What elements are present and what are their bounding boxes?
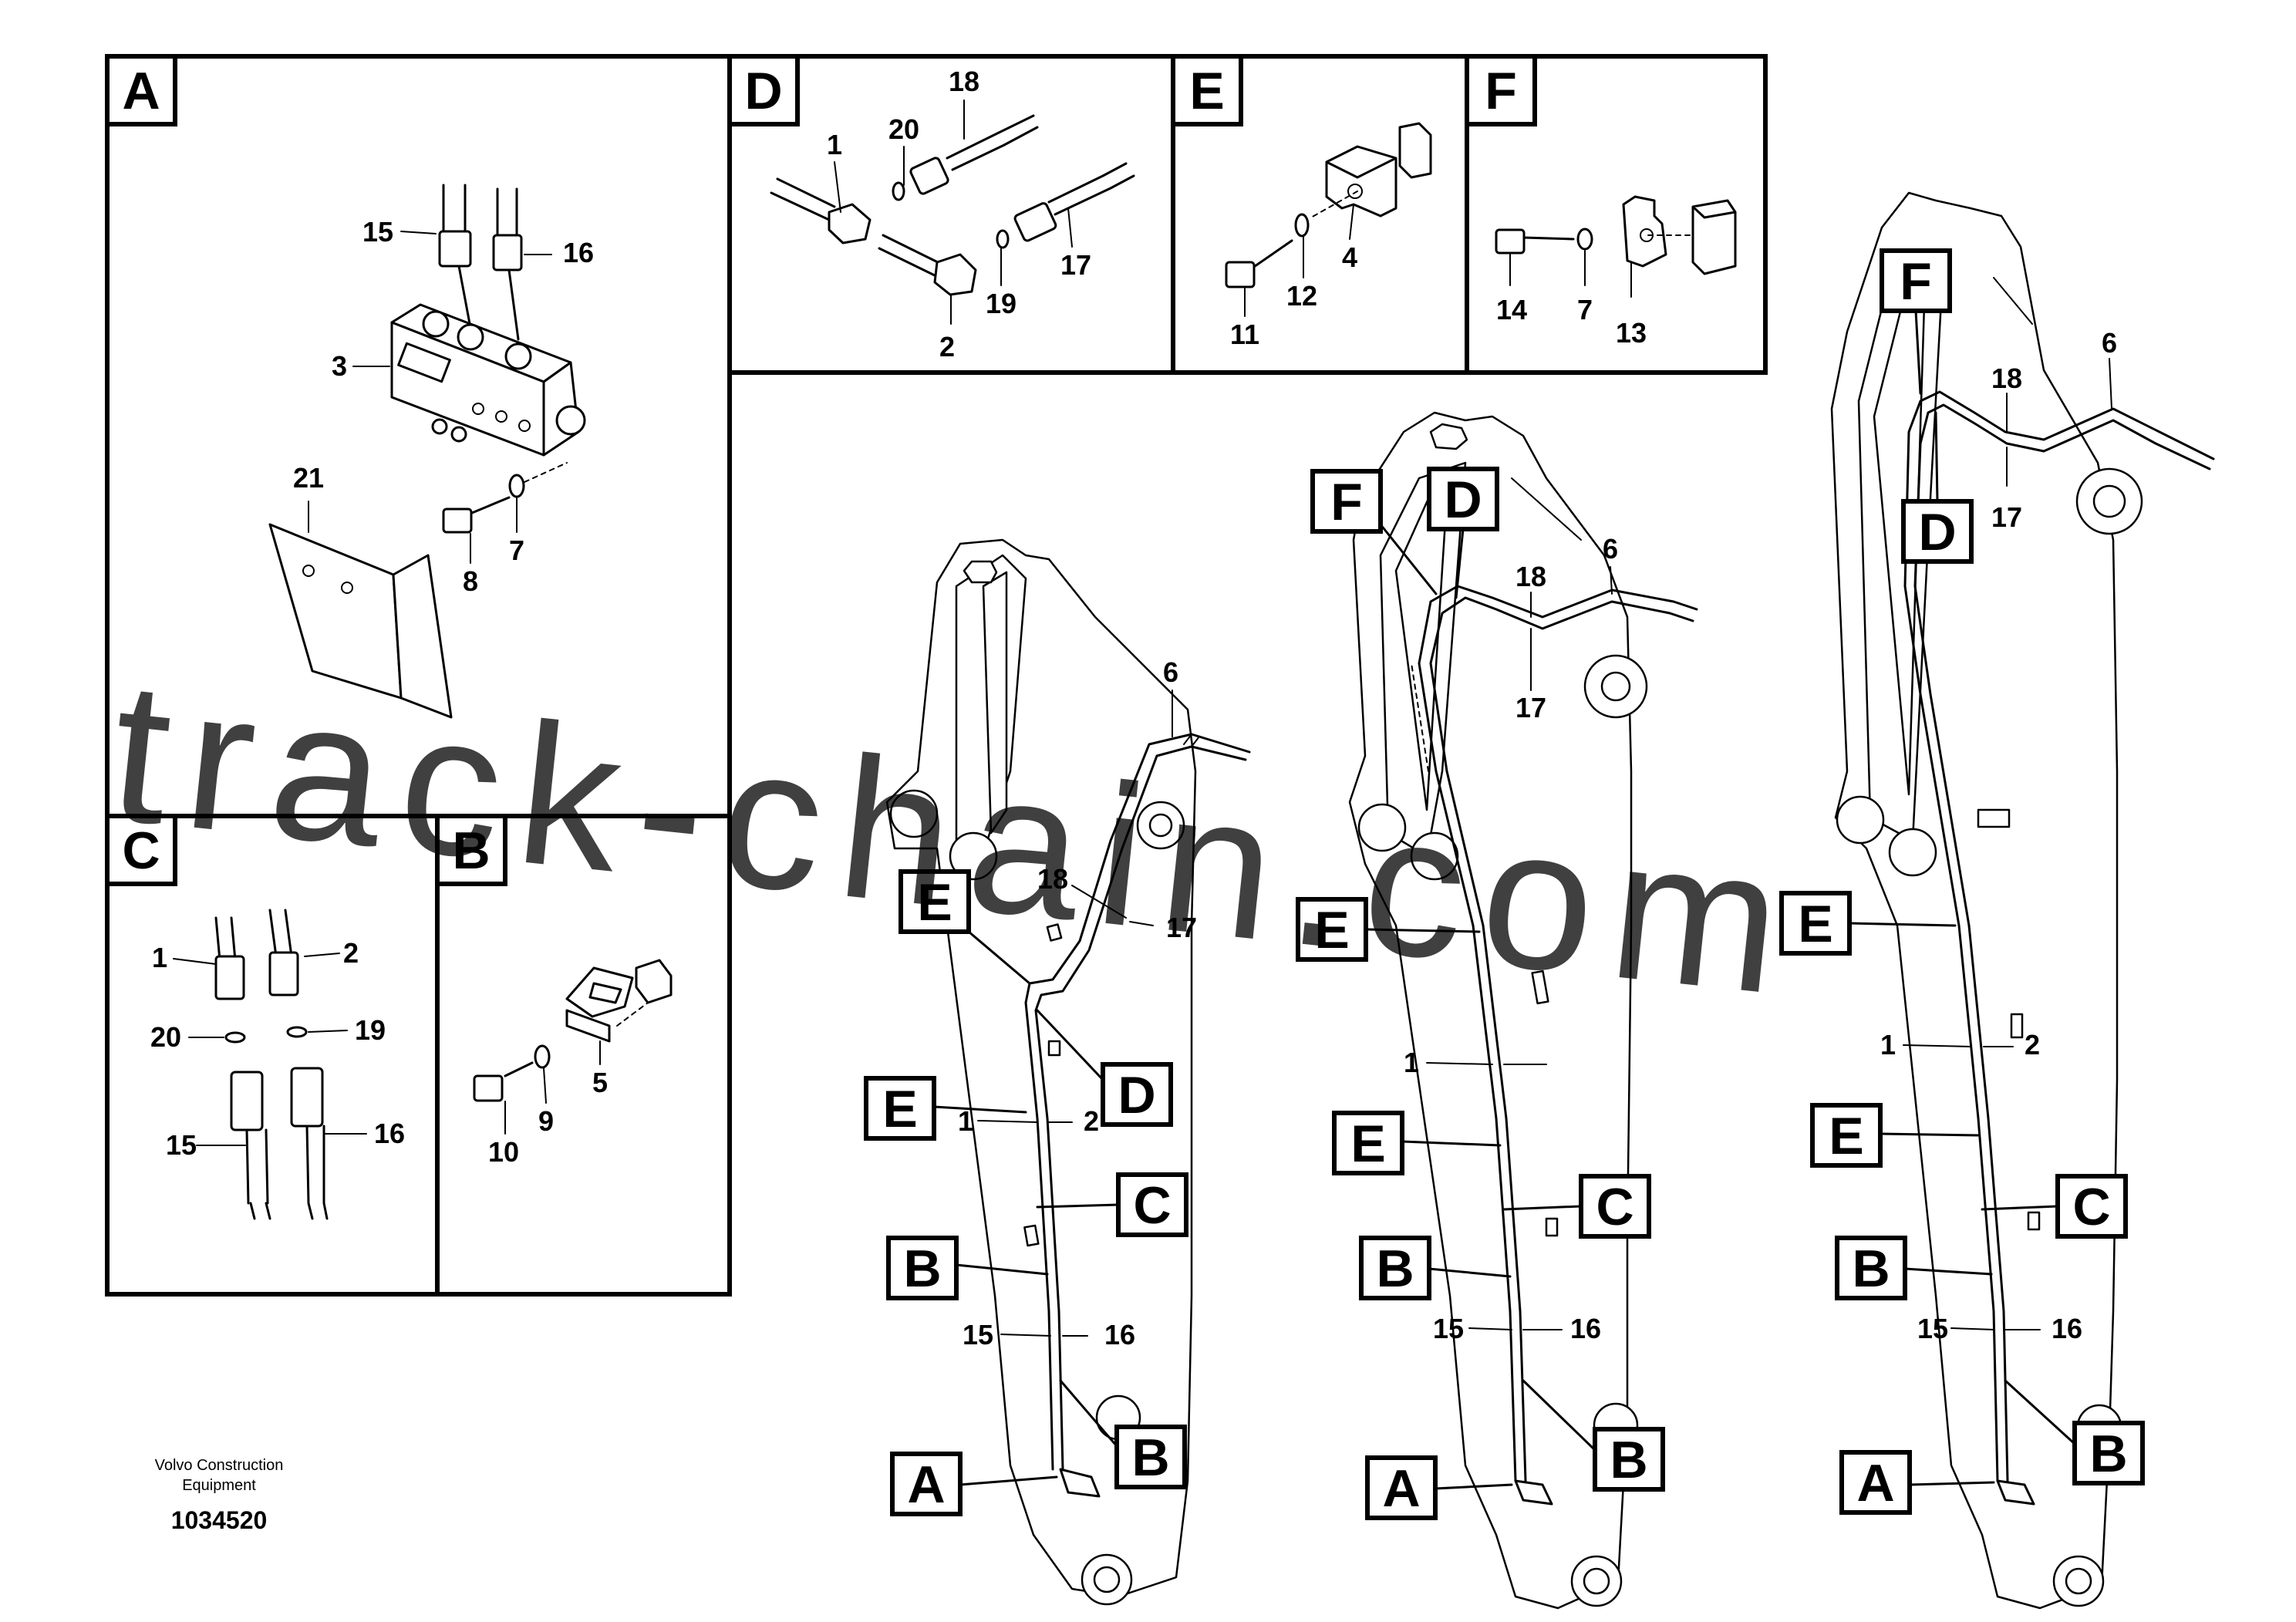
callout-tags: A B B C E E F D	[1296, 467, 1665, 1520]
callout-11: 11	[1230, 319, 1259, 350]
detail-panel-frames	[105, 54, 1768, 1297]
callout-18: 18	[949, 66, 979, 97]
callout-14: 14	[1496, 294, 1527, 325]
panel-e: E 11 12 4	[1171, 54, 1432, 350]
brand-line-2: Equipment	[182, 1477, 256, 1494]
callout-5: 5	[592, 1067, 608, 1098]
callout-9: 9	[538, 1105, 554, 1137]
tag-e: E	[882, 1080, 917, 1138]
callout-15: 15	[166, 1129, 197, 1161]
tag-b: B	[1376, 1239, 1414, 1298]
callout-16: 16	[2052, 1313, 2082, 1344]
boom-view-2: A B B C E E F D 1 15 16	[1296, 411, 1698, 1610]
callout-16: 16	[374, 1118, 405, 1149]
footer-block: Volvo Construction Equipment 1034520	[155, 1457, 284, 1534]
tag-b: B	[1131, 1428, 1169, 1487]
panel-f-letter: F	[1485, 62, 1517, 120]
callout-16: 16	[563, 237, 594, 268]
tag-e: E	[917, 873, 952, 932]
callout-19: 19	[355, 1014, 386, 1046]
callout-2: 2	[343, 937, 359, 969]
callout-21: 21	[293, 462, 324, 494]
tag-d: D	[1918, 503, 1956, 561]
callout-tags: A B B C E E F D	[1779, 248, 2145, 1515]
callout-17: 17	[1515, 692, 1546, 723]
tag-b: B	[903, 1239, 941, 1298]
tag-b: B	[1610, 1431, 1647, 1489]
tag-b: B	[1852, 1239, 1890, 1298]
callout-10: 10	[488, 1136, 519, 1168]
panel-e-letter: E	[1189, 62, 1224, 120]
tag-a: A	[1382, 1459, 1420, 1518]
callout-2: 2	[1084, 1105, 1099, 1137]
callout-1: 1	[152, 942, 167, 973]
brand-line-1: Volvo Construction	[155, 1457, 284, 1474]
tag-c: C	[1133, 1176, 1171, 1235]
tag-f: F	[1330, 473, 1363, 531]
panel-b: B 10 9 5	[435, 814, 673, 1168]
callout-6: 6	[1163, 656, 1178, 688]
callout-15: 15	[1917, 1313, 1948, 1344]
callout-2: 2	[2025, 1029, 2040, 1061]
callout-16: 16	[1570, 1313, 1601, 1344]
tag-f: F	[1900, 252, 1932, 311]
panel-c: C 1 2 20 19 15 16	[105, 814, 405, 1220]
tag-b: B	[2089, 1425, 2127, 1483]
panel-b-letter: B	[452, 821, 490, 880]
tag-c: C	[1596, 1178, 1633, 1236]
callout-18: 18	[1037, 863, 1068, 895]
callout-15: 15	[362, 216, 393, 248]
panel-a-letter: A	[122, 62, 160, 120]
callout-17: 17	[1991, 501, 2022, 533]
callout-7: 7	[1577, 294, 1593, 325]
callout-17: 17	[1166, 912, 1197, 943]
tag-d: D	[1444, 470, 1482, 529]
tag-e: E	[1350, 1114, 1385, 1173]
callout-8: 8	[463, 565, 478, 597]
panel-d: D 18 20 1 17 19 2	[727, 54, 1135, 363]
tag-d: D	[1118, 1066, 1155, 1125]
callout-6: 6	[1603, 533, 1618, 565]
callout-6: 6	[2102, 327, 2117, 359]
tag-e: E	[1314, 901, 1349, 959]
callout-tags: A B B C E D E	[864, 869, 1188, 1516]
cover-plate	[268, 523, 453, 719]
callout-18: 18	[1515, 561, 1546, 592]
callout-17: 17	[1060, 249, 1091, 281]
panel-f: F 14 7 13	[1465, 54, 1737, 349]
callout-16: 16	[1104, 1319, 1135, 1351]
tag-a: A	[1856, 1454, 1894, 1512]
panel-d-letter: D	[744, 62, 782, 120]
document-number: 1034520	[171, 1506, 268, 1534]
valve-block	[390, 303, 586, 457]
tag-c: C	[2072, 1178, 2110, 1236]
boom-view-3: A B B C E E F D 1 2 15	[1779, 191, 2215, 1610]
callout-1: 1	[958, 1105, 973, 1137]
callout-18: 18	[1991, 363, 2022, 394]
callout-3: 3	[332, 350, 347, 382]
callout-19: 19	[986, 288, 1017, 319]
panel-c-letter: C	[122, 821, 160, 880]
panel-a: A	[105, 54, 594, 719]
boom-view-1: A B B C E D E 1 2 15 16 6	[864, 538, 1251, 1606]
callout-20: 20	[888, 113, 919, 145]
callout-15: 15	[1433, 1313, 1464, 1344]
callout-15: 15	[963, 1319, 993, 1351]
callout-1: 1	[1404, 1047, 1419, 1078]
callout-12: 12	[1286, 280, 1317, 312]
callout-2: 2	[939, 331, 955, 363]
callout-7: 7	[509, 534, 524, 566]
callout-1: 1	[827, 129, 842, 160]
callout-13: 13	[1616, 317, 1647, 349]
tag-e: E	[1798, 895, 1832, 953]
callout-20: 20	[150, 1021, 181, 1053]
callout-4: 4	[1342, 241, 1357, 273]
callout-1: 1	[1880, 1029, 1896, 1061]
tag-e: E	[1829, 1107, 1863, 1165]
tag-a: A	[907, 1455, 945, 1514]
